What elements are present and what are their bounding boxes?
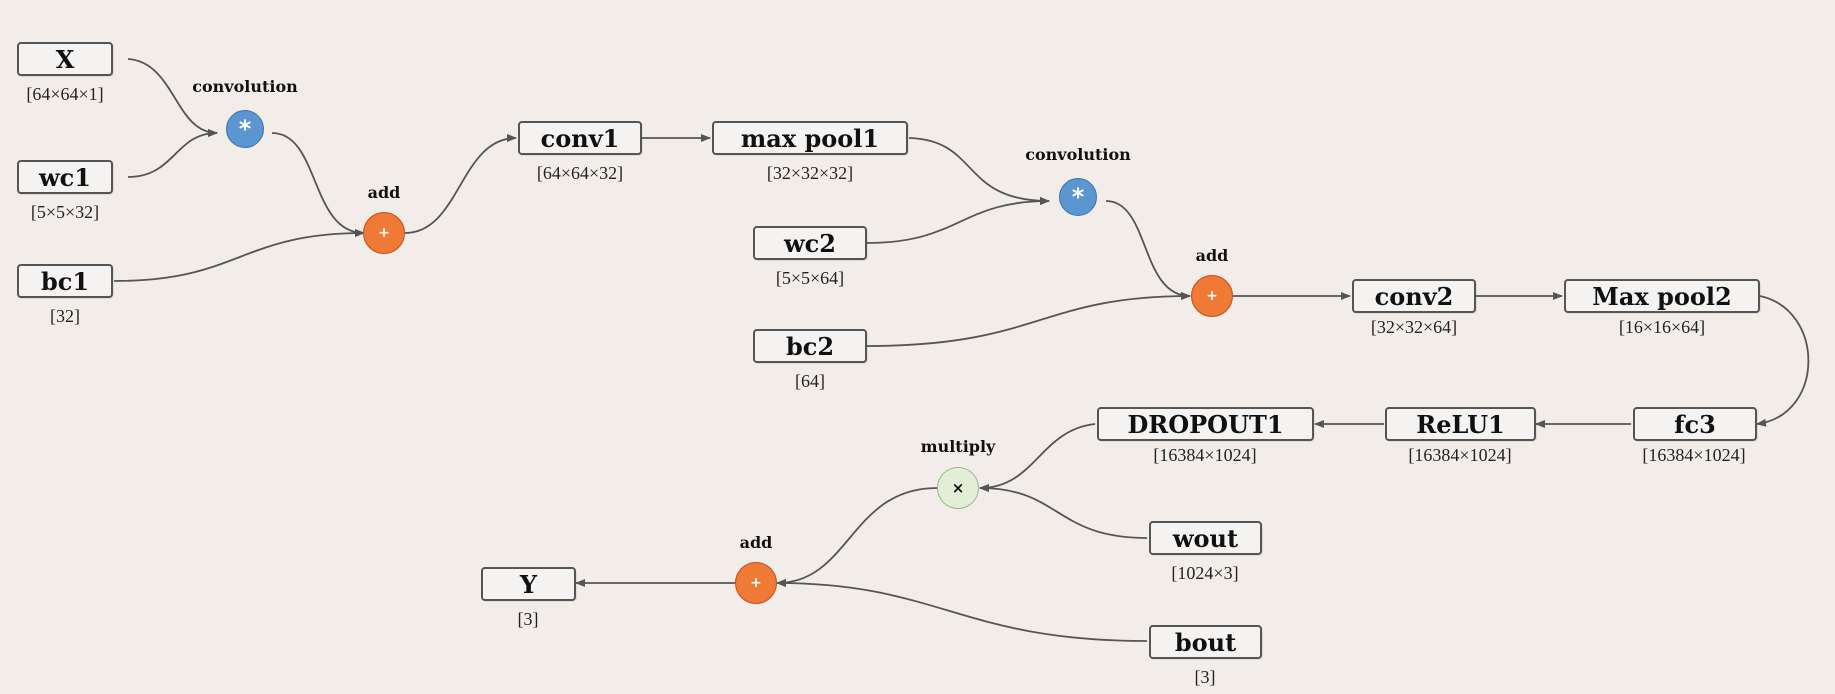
edge-convolution-to-add (1105, 200, 1191, 300)
node-wc1[interactable]: wc1 (17, 160, 113, 194)
op-multiply-label: multiply (920, 437, 996, 456)
edge-maxpool1-to-convolution (908, 137, 1050, 205)
node-conv1-dims: [64×64×32] (536, 163, 624, 183)
node-maxpool1[interactable]: max pool1 (712, 121, 908, 155)
node-bout-dims: [3] (1194, 667, 1216, 687)
edge-add-to-conv1 (404, 134, 517, 234)
node-bc2[interactable]: bc2 (753, 329, 867, 363)
edge-convolution-to-add (271, 132, 365, 237)
convolution-1-icon[interactable]: * (226, 110, 264, 148)
op-add-1-label: add (367, 183, 401, 202)
add-3-icon[interactable]: + (735, 562, 777, 604)
op-add-3-label: add (739, 533, 773, 552)
edge-bc2-to-add (866, 292, 1191, 347)
op-convolution-1-label: convolution (192, 77, 298, 96)
node-fc3-dims: [16384×1024] (1642, 445, 1746, 465)
node-y-dims: [3] (517, 609, 539, 629)
node-x[interactable]: X (17, 42, 113, 76)
add-2-icon[interactable]: + (1191, 275, 1233, 317)
node-y[interactable]: Y (481, 567, 576, 601)
node-maxpool1-dims: [32×32×32] (766, 163, 854, 183)
multiply-icon[interactable]: × (937, 467, 979, 509)
node-relu1[interactable]: ReLU1 (1385, 407, 1536, 441)
edge-bc1-to-add (113, 229, 365, 282)
node-conv2-dims: [32×32×64] (1370, 317, 1458, 337)
edge-wout-to-multiply (979, 484, 1148, 539)
node-wout-dims: [1024×3] (1171, 563, 1239, 583)
node-wc1-dims: [5×5×32] (30, 202, 100, 222)
convolution-2-icon[interactable]: * (1059, 178, 1097, 216)
node-fc3[interactable]: fc3 (1633, 407, 1757, 441)
op-add-2-label: add (1195, 246, 1229, 265)
node-dropout1[interactable]: DROPOUT1 (1097, 407, 1314, 441)
node-conv1[interactable]: conv1 (518, 121, 642, 155)
edge-bout-to-add (776, 579, 1148, 642)
node-bc2-dims: [64] (795, 371, 825, 391)
node-maxpool2[interactable]: Max pool2 (1564, 279, 1760, 313)
edge-x-to-convolution (127, 58, 218, 137)
edge-multiply-to-add (776, 487, 938, 587)
node-wc2-dims: [5×5×64] (775, 268, 845, 288)
add-1-icon[interactable]: + (363, 212, 405, 254)
edge-dropout1-to-multiply (979, 423, 1096, 492)
node-bout[interactable]: bout (1149, 625, 1262, 659)
node-x-dims: [64×64×1] (26, 84, 104, 104)
op-convolution-2-label: convolution (1025, 145, 1131, 164)
node-bc1[interactable]: bc1 (17, 264, 113, 298)
node-bc1-dims: [32] (50, 306, 80, 326)
edge-maxpool2-to-fc3 (1756, 295, 1810, 427)
node-conv2[interactable]: conv2 (1352, 279, 1476, 313)
node-wout[interactable]: wout (1149, 521, 1262, 555)
node-maxpool2-dims: [16×16×64] (1618, 317, 1706, 337)
node-relu1-dims: [16384×1024] (1408, 445, 1512, 465)
node-wc2[interactable]: wc2 (753, 226, 867, 260)
node-dropout1-dims: [16384×1024] (1153, 445, 1257, 465)
edge-wc2-to-convolution (866, 197, 1050, 244)
edge-wc1-to-convolution (127, 129, 218, 178)
